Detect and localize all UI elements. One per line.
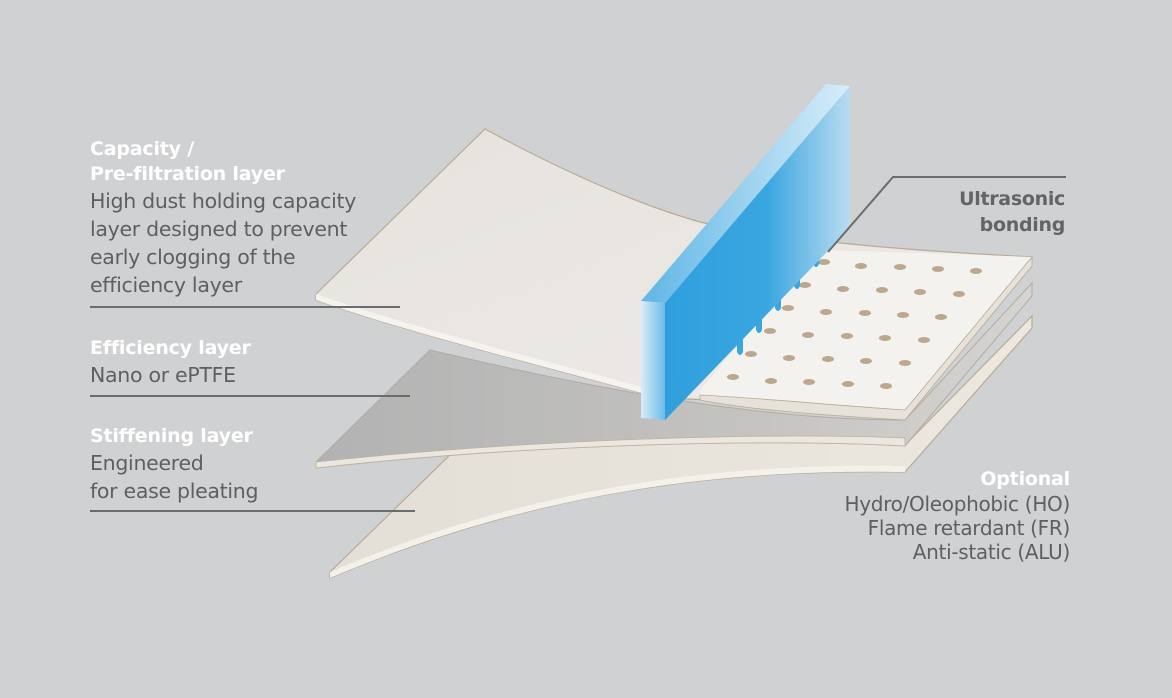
capacity-layer-title: Capacity / Pre-filtration layer bbox=[90, 138, 285, 185]
efficiency-layer-title: Efficiency layer bbox=[90, 337, 251, 359]
capacity-layer-description: High dust holding capacity layer designe… bbox=[90, 189, 357, 297]
ultrasonic-leader-line bbox=[827, 176, 1066, 253]
optional-treatments-label: Optional Hydro/Oleophobic (HO) Flame ret… bbox=[750, 467, 1071, 564]
stiffening-layer-label: Stiffening layer Engineered for ease ple… bbox=[90, 424, 390, 505]
optional-title: Optional bbox=[980, 468, 1070, 490]
leader-lines bbox=[90, 176, 1066, 512]
ultrasonic-bonding-label: Ultrasonic bonding bbox=[865, 186, 1065, 238]
efficiency-layer-sheet bbox=[315, 281, 1033, 469]
ultrasonic-bonding-text: Ultrasonic bonding bbox=[959, 188, 1065, 236]
stiffening-layer-title: Stiffening layer bbox=[90, 425, 253, 447]
stiffening-layer-description: Engineered for ease pleating bbox=[90, 451, 259, 503]
ultrasonic-bonding-bar bbox=[641, 84, 850, 420]
efficiency-layer-label: Efficiency layer Nano or ePTFE bbox=[90, 336, 390, 389]
efficiency-layer-description: Nano or ePTFE bbox=[90, 363, 236, 387]
optional-treatments-list: Hydro/Oleophobic (HO) Flame retardant (F… bbox=[844, 492, 1071, 564]
bond-dots bbox=[727, 259, 982, 389]
capacity-layer-label: Capacity / Pre-filtration layer High dus… bbox=[90, 137, 390, 299]
